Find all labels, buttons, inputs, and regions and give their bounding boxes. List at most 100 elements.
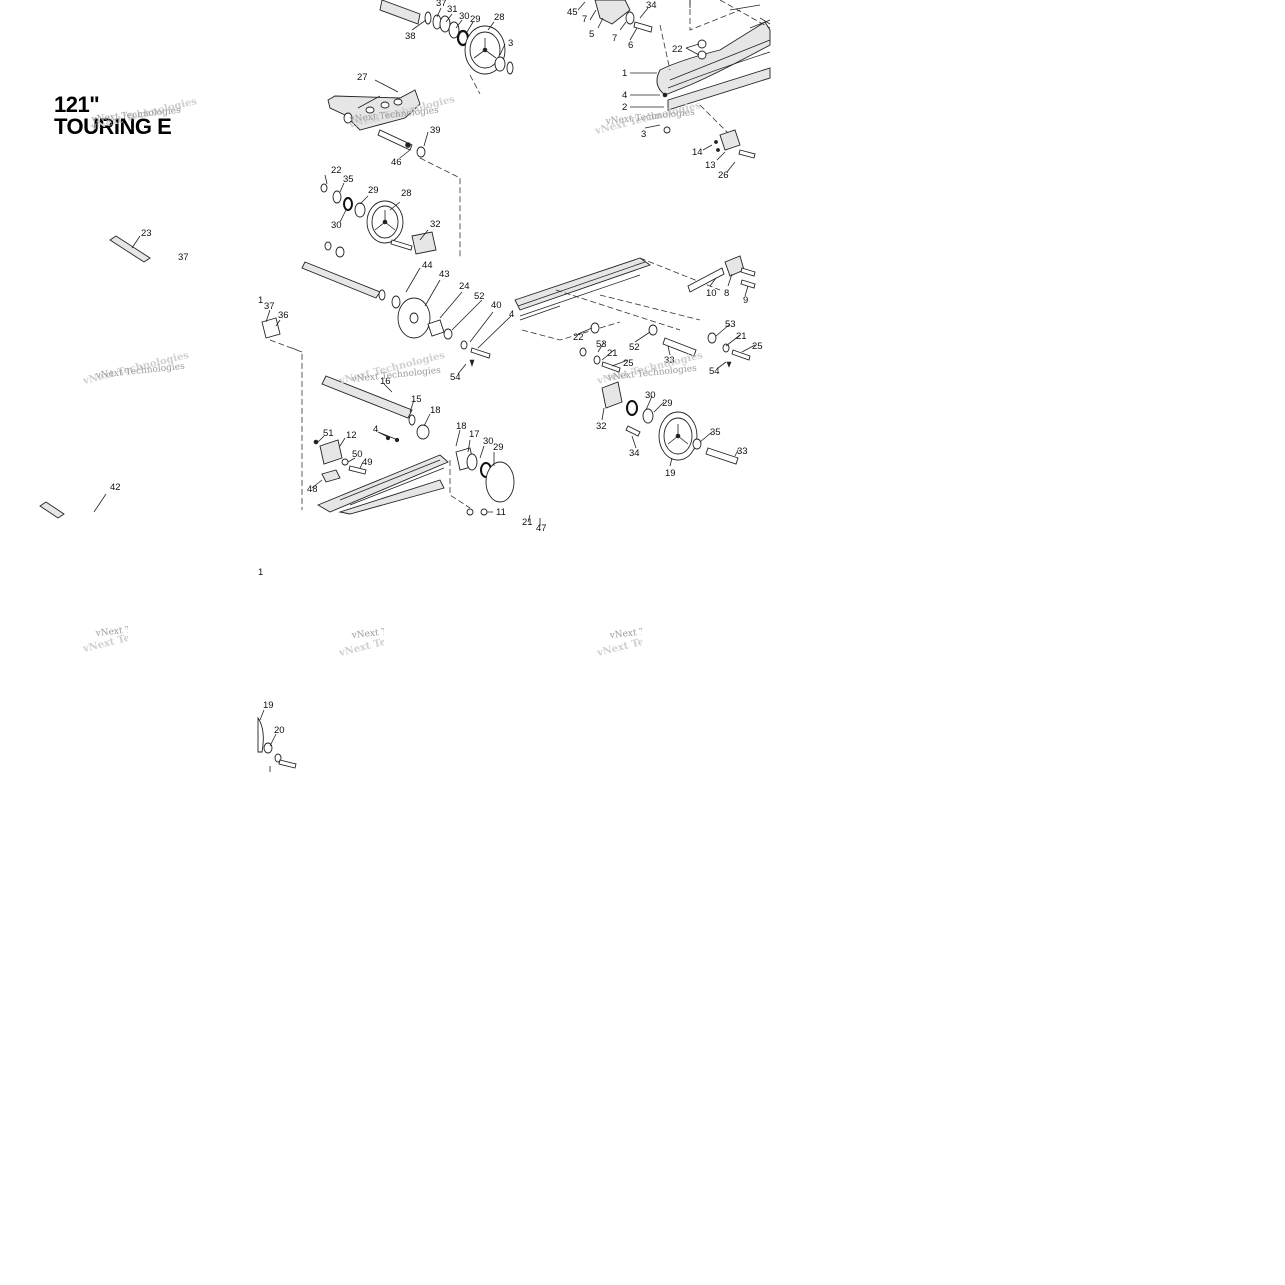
- callout: 25: [623, 358, 634, 369]
- callout: 53: [725, 319, 736, 330]
- title-line-1: 121": [54, 92, 100, 117]
- watermark: vNext Technologies: [350, 622, 441, 641]
- callout: 4: [622, 90, 627, 101]
- stop-block: [719, 129, 741, 151]
- callout: 37: [436, 0, 447, 9]
- callout: 19: [665, 468, 676, 479]
- callout: 26: [718, 170, 729, 181]
- callout: 7: [612, 33, 617, 44]
- callout: 30: [483, 436, 494, 447]
- callout: 21: [607, 348, 618, 359]
- tile-front-arm: [577, 0, 771, 173]
- callout: 48: [307, 484, 318, 495]
- callout: 10: [706, 288, 717, 299]
- tile-left-shaft: [109, 235, 151, 263]
- callout: 50: [352, 449, 363, 460]
- callout: 42: [110, 482, 121, 493]
- tile-rear-axle-upper: [379, 0, 514, 95]
- callout: 24: [459, 281, 470, 292]
- callout: 29: [368, 185, 379, 196]
- callout: 13: [705, 160, 716, 171]
- callout: 34: [629, 448, 640, 459]
- callout-numbers: 37 31 30 29 28 3 38 45 7 34 5 7 6 22 1 4…: [110, 0, 763, 736]
- callout: 19: [263, 700, 274, 711]
- callout: 17: [469, 429, 480, 440]
- callout: 20: [274, 725, 285, 736]
- callout: 33: [664, 355, 675, 366]
- callout: 51: [323, 428, 334, 439]
- callout: 49: [362, 457, 373, 468]
- diagram-title: 121" TOURING E: [54, 92, 172, 138]
- callout: 18: [456, 421, 467, 432]
- callout: 21: [522, 517, 533, 528]
- callout: 31: [447, 4, 458, 15]
- callout: 9: [743, 295, 748, 306]
- callout: 46: [391, 157, 402, 168]
- callout: 16: [380, 376, 391, 387]
- callout: 2: [622, 102, 627, 113]
- watermark: vNext Technologies: [608, 622, 699, 641]
- callout: 28: [401, 188, 412, 199]
- callout: 40: [491, 300, 502, 311]
- callout: 43: [439, 269, 450, 280]
- callout: 21: [736, 331, 747, 342]
- shaft-part: [379, 0, 421, 25]
- watermark: vNext Technologies: [90, 106, 181, 125]
- watermark: vNext Technologies: [94, 620, 185, 639]
- shaft-44: [301, 261, 381, 299]
- callout: 54: [450, 372, 461, 383]
- tile-rear-arm: [320, 79, 461, 258]
- callout: 30: [331, 220, 342, 231]
- callout: 1: [258, 295, 263, 306]
- callout: 52: [474, 291, 485, 302]
- callout: 25: [752, 341, 763, 352]
- faded-watermarks: vNext Technologies vNext Technologies vN…: [81, 620, 699, 659]
- callout: 47: [536, 523, 547, 534]
- callout: 35: [710, 427, 721, 438]
- slide-rail-2: [316, 454, 449, 513]
- callout: 32: [430, 219, 441, 230]
- callout: 4: [373, 424, 378, 435]
- callout: 27: [357, 72, 368, 83]
- callout: 52: [629, 342, 640, 353]
- callout: 23: [141, 228, 152, 239]
- callout: 5: [589, 29, 594, 40]
- tile-center-rail: [261, 261, 541, 526]
- callout: 8: [724, 288, 729, 299]
- shaft-23: [109, 235, 151, 263]
- callout: 32: [596, 421, 607, 432]
- block-12: [319, 439, 343, 465]
- callout: 54: [709, 366, 720, 377]
- callout: 4: [509, 309, 514, 320]
- callout: 29: [470, 14, 481, 25]
- callout: 30: [645, 390, 656, 401]
- pin-42: [39, 501, 65, 519]
- callout: 1: [258, 567, 263, 578]
- callout: 33: [737, 446, 748, 457]
- slide-rail: [656, 21, 771, 96]
- callout: 3: [641, 129, 646, 140]
- callout: 22: [331, 165, 342, 176]
- callout: 22: [573, 332, 584, 343]
- callout: 45: [567, 7, 578, 18]
- callout: 34: [646, 0, 657, 11]
- callout: 29: [662, 398, 673, 409]
- callout: 28: [494, 12, 505, 23]
- callout: 15: [411, 394, 422, 405]
- callout: 3: [508, 38, 513, 49]
- tile-front-rail: [514, 255, 756, 467]
- callout: 39: [430, 125, 441, 136]
- callout: 7: [582, 14, 587, 25]
- callout: 22: [672, 44, 683, 55]
- callout: 37: [264, 301, 275, 312]
- tile-bottom-wheel: [257, 709, 297, 772]
- bracket-part: [594, 0, 631, 25]
- callout: 44: [422, 260, 433, 271]
- callout: 36: [278, 310, 289, 321]
- block-32: [601, 381, 623, 409]
- callout: 18: [430, 405, 441, 416]
- callout: 1: [622, 68, 627, 79]
- callout: 12: [346, 430, 357, 441]
- callout: 35: [343, 174, 354, 185]
